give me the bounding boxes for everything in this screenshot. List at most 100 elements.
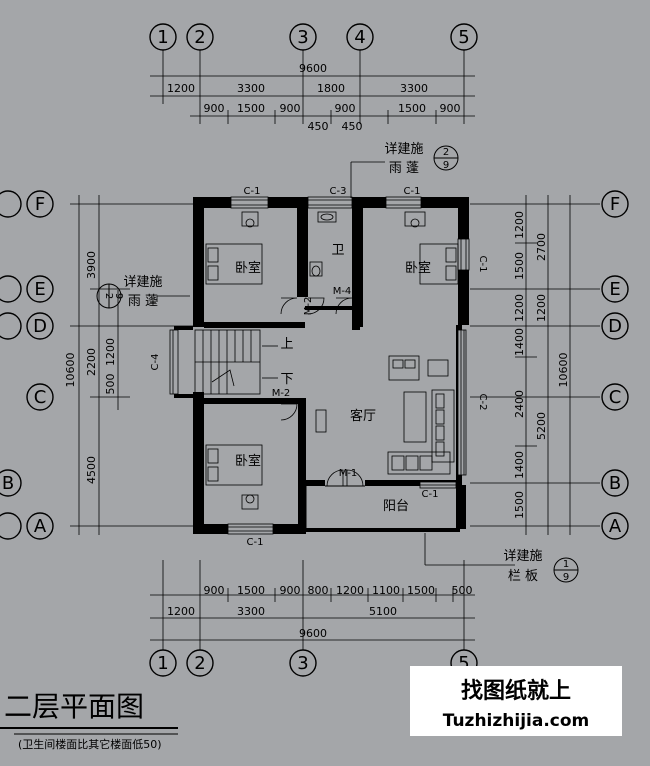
- dim-top-bay-1: 1200: [167, 82, 195, 95]
- dim-top-detail-1: 900: [204, 102, 225, 115]
- note-canopy-left-line1: 详建施: [123, 275, 162, 290]
- window-label-c1-nw: C-1: [244, 186, 261, 197]
- door-label-m2-sw: M-2: [272, 388, 291, 399]
- window-label-c1-balcony: C-1: [422, 489, 439, 500]
- axis-label-left-f: F: [35, 194, 45, 215]
- dim-bottom-detail-6: 1100: [372, 584, 400, 597]
- axis-label-top-1: 1: [157, 27, 168, 48]
- dim-right-seg-6: 1400: [513, 451, 526, 479]
- room-label-bedroom-nw: 卧室: [235, 260, 261, 276]
- door-label-m2-ne: M-2: [354, 297, 365, 316]
- axis-label-right-d: D: [608, 316, 622, 337]
- dim-top-bay-3: 1800: [317, 82, 345, 95]
- dim-bottom-bay-2: 3300: [237, 605, 265, 618]
- living-furniture: [315, 355, 455, 475]
- dim-top-detail-2: 1500: [237, 102, 265, 115]
- dim-bottom-detail-8: 500: [452, 584, 473, 597]
- window-label-c3: C-3: [330, 186, 347, 197]
- axis-label-top-2: 2: [194, 27, 205, 48]
- dim-top-bay-4: 3300: [400, 82, 428, 95]
- axis-label-left-d: D: [33, 316, 47, 337]
- axis-label-right-f: F: [610, 194, 620, 215]
- dim-right-seg-4: 1400: [513, 328, 526, 356]
- dim-top-detail-5: 1500: [398, 102, 426, 115]
- axis-label-bottom-1: 1: [157, 653, 168, 674]
- note-canopy-left-line2: 雨 蓬: [128, 294, 158, 309]
- stair-label-down: 下: [280, 372, 293, 387]
- dim-right-seg-3: 1200: [513, 294, 526, 322]
- window-label-c4: C-4: [150, 354, 161, 371]
- axis-label-left-a: A: [34, 516, 47, 537]
- dim-top-detail-6: 900: [440, 102, 461, 115]
- axis-label-bottom-2: 2: [194, 653, 205, 674]
- notes: 详建施 雨 蓬 详建施 雨 蓬 详建施 栏 板: [123, 142, 542, 584]
- drawing-title: 二层平面图: [4, 690, 144, 723]
- drawing-subtitle: (卫生间楼面比其它楼面低50): [18, 737, 162, 751]
- room-labels: 卧室 卧室 卧室 卫 客厅 阳台 上 下: [235, 243, 431, 514]
- detail-ref-top-sheet: 9: [443, 160, 449, 171]
- axis-label-left-c: C: [34, 387, 47, 408]
- dim-bottom-detail-2: 1500: [237, 584, 265, 597]
- dim-left-total: 10600: [64, 353, 77, 388]
- detail-ref-top-num: 2: [443, 147, 449, 158]
- dim-top-sub-2: 450: [342, 120, 363, 133]
- room-label-bedroom-sw: 卧室: [235, 453, 261, 469]
- window-label-c2: C-2: [477, 394, 488, 411]
- dim-right-bay-2: 1200: [535, 294, 548, 322]
- axis-label-left-b: B: [2, 473, 14, 494]
- dim-bottom-total: 9600: [299, 627, 327, 640]
- walls: [174, 197, 469, 534]
- balcony: [305, 485, 365, 530]
- detail-ref-bottom-num: 1: [563, 559, 569, 570]
- dim-bottom-bay-3: 5100: [369, 605, 397, 618]
- axis-labels: 1 2 3 4 5 1 2 3 5 F E D C B A F E D C B …: [2, 27, 622, 674]
- dim-right-seg-2: 1500: [513, 252, 526, 280]
- dim-left-seg-1: 3900: [85, 251, 98, 279]
- room-label-bathroom: 卫: [331, 243, 344, 258]
- dim-bottom-detail-7: 1500: [407, 584, 435, 597]
- axis-label-right-e: E: [609, 279, 620, 300]
- dim-top-bay-2: 3300: [237, 82, 265, 95]
- axis-label-right-b: B: [609, 473, 621, 494]
- window-label-c1-ne: C-1: [404, 186, 421, 197]
- door-label-m2-nw: M-2: [303, 297, 314, 316]
- stair-label-up: 上: [280, 337, 293, 352]
- dim-top-sub-1: 450: [308, 120, 329, 133]
- dim-left-seg-3: 4500: [85, 456, 98, 484]
- dim-right-total: 10600: [557, 353, 570, 388]
- room-label-living: 客厅: [350, 408, 376, 424]
- axis-label-top-3: 3: [297, 27, 308, 48]
- note-canopy-top-line1: 详建施: [384, 142, 423, 157]
- dim-right-bay-1: 2700: [535, 233, 548, 261]
- dim-right-bay-3: 5200: [535, 412, 548, 440]
- note-rail-line2: 栏 板: [508, 569, 538, 584]
- dimension-texts: 9600 1200 3300 1800 3300 900 1500 900 90…: [167, 62, 473, 640]
- bedroom-furniture: [205, 211, 459, 510]
- dimension-lines: [70, 50, 600, 650]
- dim-right-seg-7: 1500: [513, 491, 526, 519]
- watermark-line2: Tuzhizhijia.com: [443, 711, 590, 731]
- axis-label-right-a: A: [609, 516, 622, 537]
- axis-label-top-4: 4: [354, 27, 365, 48]
- note-rail-line1: 详建施: [503, 549, 542, 564]
- stairs: [194, 329, 278, 395]
- axis-label-bottom-5: 5: [458, 653, 469, 674]
- room-label-bedroom-ne: 卧室: [405, 260, 431, 276]
- axis-label-right-c: C: [609, 387, 622, 408]
- note-canopy-top-line2: 雨 蓬: [389, 161, 419, 176]
- opening-labels: C-1 C-3 C-1 C-1 C-2 C-4 C-1 C-1 M-1 M-2 …: [150, 186, 488, 548]
- dim-left-detail-1: 1200: [104, 338, 117, 366]
- detail-ref-left-sheet: 9: [113, 293, 124, 299]
- axis-label-bottom-3: 3: [297, 653, 308, 674]
- door-label-m4: M-4: [333, 286, 352, 297]
- detail-callout-texts: 2 9 2 9 1 9: [103, 147, 569, 583]
- dim-bottom-detail-1: 900: [204, 584, 225, 597]
- dim-left-detail-2: 500: [104, 374, 117, 395]
- axis-label-top-5: 5: [458, 27, 469, 48]
- dim-right-seg-5: 2400: [513, 390, 526, 418]
- bathroom-fixtures: [309, 211, 337, 277]
- dimension-texts-right: 1200 1500 1200 1400 2400 1400 1500 2700 …: [513, 211, 570, 519]
- room-label-balcony: 阳台: [383, 499, 409, 514]
- dim-bottom-bay-1: 1200: [167, 605, 195, 618]
